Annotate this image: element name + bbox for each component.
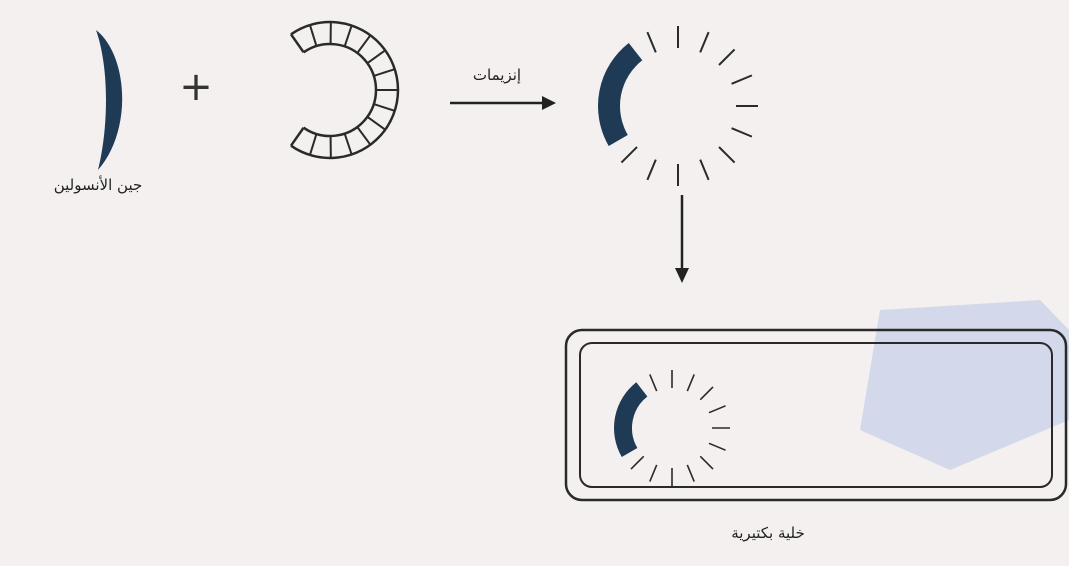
down-arrow (675, 195, 689, 283)
segment-divider (650, 374, 657, 391)
segment-divider (345, 26, 352, 47)
segment-divider (631, 456, 644, 469)
inserted-gene-band (609, 52, 636, 141)
inserted-gene-band (623, 389, 642, 452)
segment-divider (374, 69, 395, 76)
insulin-gene-segment (96, 30, 122, 170)
segment-divider (687, 465, 694, 482)
segment-divider (621, 147, 637, 163)
segment-divider (700, 456, 713, 469)
segment-divider (374, 104, 395, 111)
enzymes-label: إنزيمات (473, 66, 521, 84)
segment-divider (732, 75, 752, 83)
enzymes-arrow (450, 96, 556, 110)
segment-divider (700, 160, 708, 180)
segment-divider (357, 35, 370, 53)
segment-divider (367, 117, 385, 130)
segment-divider (291, 128, 304, 146)
segment-divider (647, 160, 655, 180)
segment-divider (367, 50, 385, 63)
segment-divider (650, 465, 657, 482)
segment-divider (719, 49, 735, 65)
bacterial-cell-label: خلية بكتيرية (731, 524, 805, 542)
segment-divider (291, 34, 304, 52)
segment-divider (687, 374, 694, 391)
segment-divider (700, 32, 708, 52)
recombinant-plasmid (609, 26, 758, 186)
segment-divider (709, 443, 726, 450)
ring-inner-edge (304, 44, 376, 136)
plus-sign: + (179, 64, 213, 110)
segment-divider (719, 147, 735, 163)
insulin-gene-label: جين الأنسولين (54, 176, 143, 194)
open-plasmid (291, 22, 398, 158)
segment-divider (345, 134, 352, 155)
segment-divider (732, 128, 752, 136)
segment-divider (357, 127, 370, 145)
segment-divider (310, 25, 316, 46)
segment-divider (310, 134, 316, 155)
watermark-stripe (860, 300, 1069, 470)
segment-divider (700, 387, 713, 400)
segment-divider (647, 32, 655, 52)
segment-divider (709, 406, 726, 413)
cell-plasmid (623, 370, 730, 486)
